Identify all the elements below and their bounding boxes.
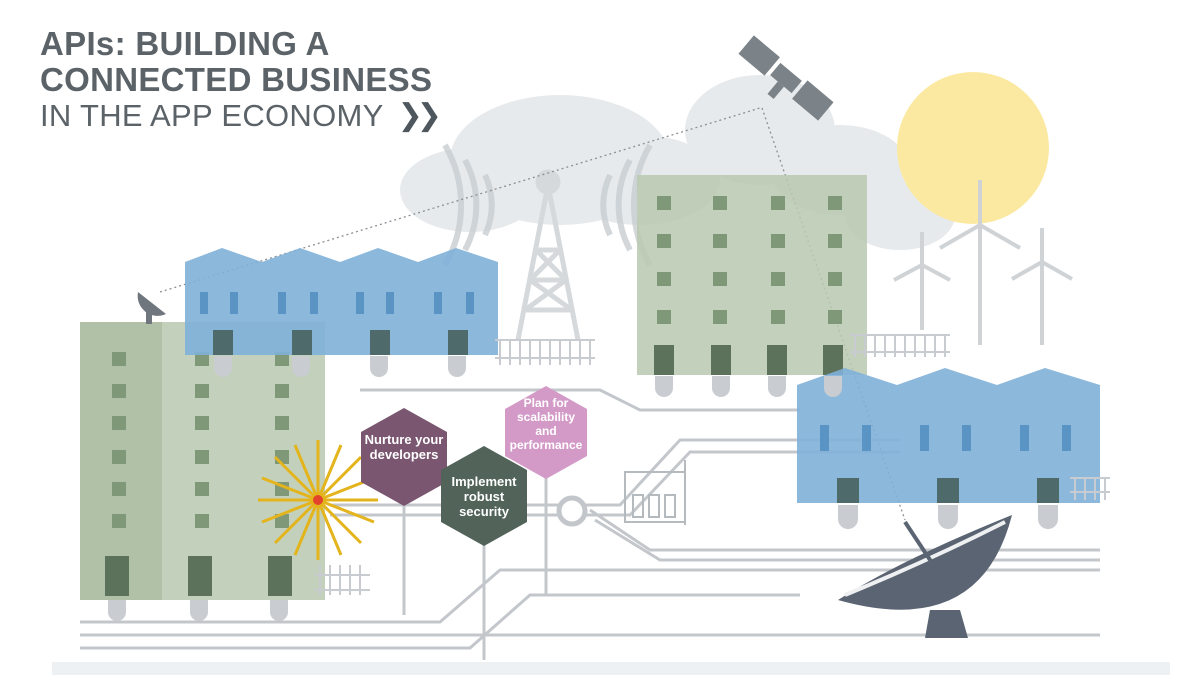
satellite-icon xyxy=(738,35,834,121)
blue-houses-upper xyxy=(185,248,498,355)
headline: APIs: BUILDING A CONNECTED BUSINESS IN T… xyxy=(40,25,442,134)
bottom-strip xyxy=(52,662,1170,675)
big-satellite-dish-icon xyxy=(838,515,1012,638)
burst-center xyxy=(313,495,323,505)
green-building-right xyxy=(637,175,867,375)
power-plug-icon xyxy=(108,356,1058,621)
hex-nurture xyxy=(361,408,447,506)
hex-scalability xyxy=(505,386,587,479)
wind-turbine-icon xyxy=(893,180,1073,345)
hex-label-nurture: Nurture your developers xyxy=(364,432,444,462)
blue-houses-right xyxy=(797,368,1100,503)
sun-icon xyxy=(897,72,1049,224)
hex-security xyxy=(441,446,527,546)
radio-tower-icon xyxy=(515,169,581,341)
satellite-dish-icon xyxy=(137,292,166,324)
transformer-icon xyxy=(624,460,686,525)
headline-line-2: CONNECTED BUSINESS xyxy=(40,61,433,98)
headline-line-1: APIs: BUILDING A xyxy=(40,25,330,62)
hex-label-scalability: Plan for scalability and performance xyxy=(509,396,583,452)
headline-line-3: IN THE APP ECONOMY xyxy=(40,98,384,133)
headline-line-3-row: IN THE APP ECONOMY ❯❯ xyxy=(40,98,442,134)
junction-node xyxy=(556,495,588,527)
fences xyxy=(315,334,1110,595)
hex-label-security: Implement robust security xyxy=(451,474,517,519)
green-building-left xyxy=(80,322,325,600)
chevron-right-icon[interactable]: ❯❯ xyxy=(397,99,442,132)
